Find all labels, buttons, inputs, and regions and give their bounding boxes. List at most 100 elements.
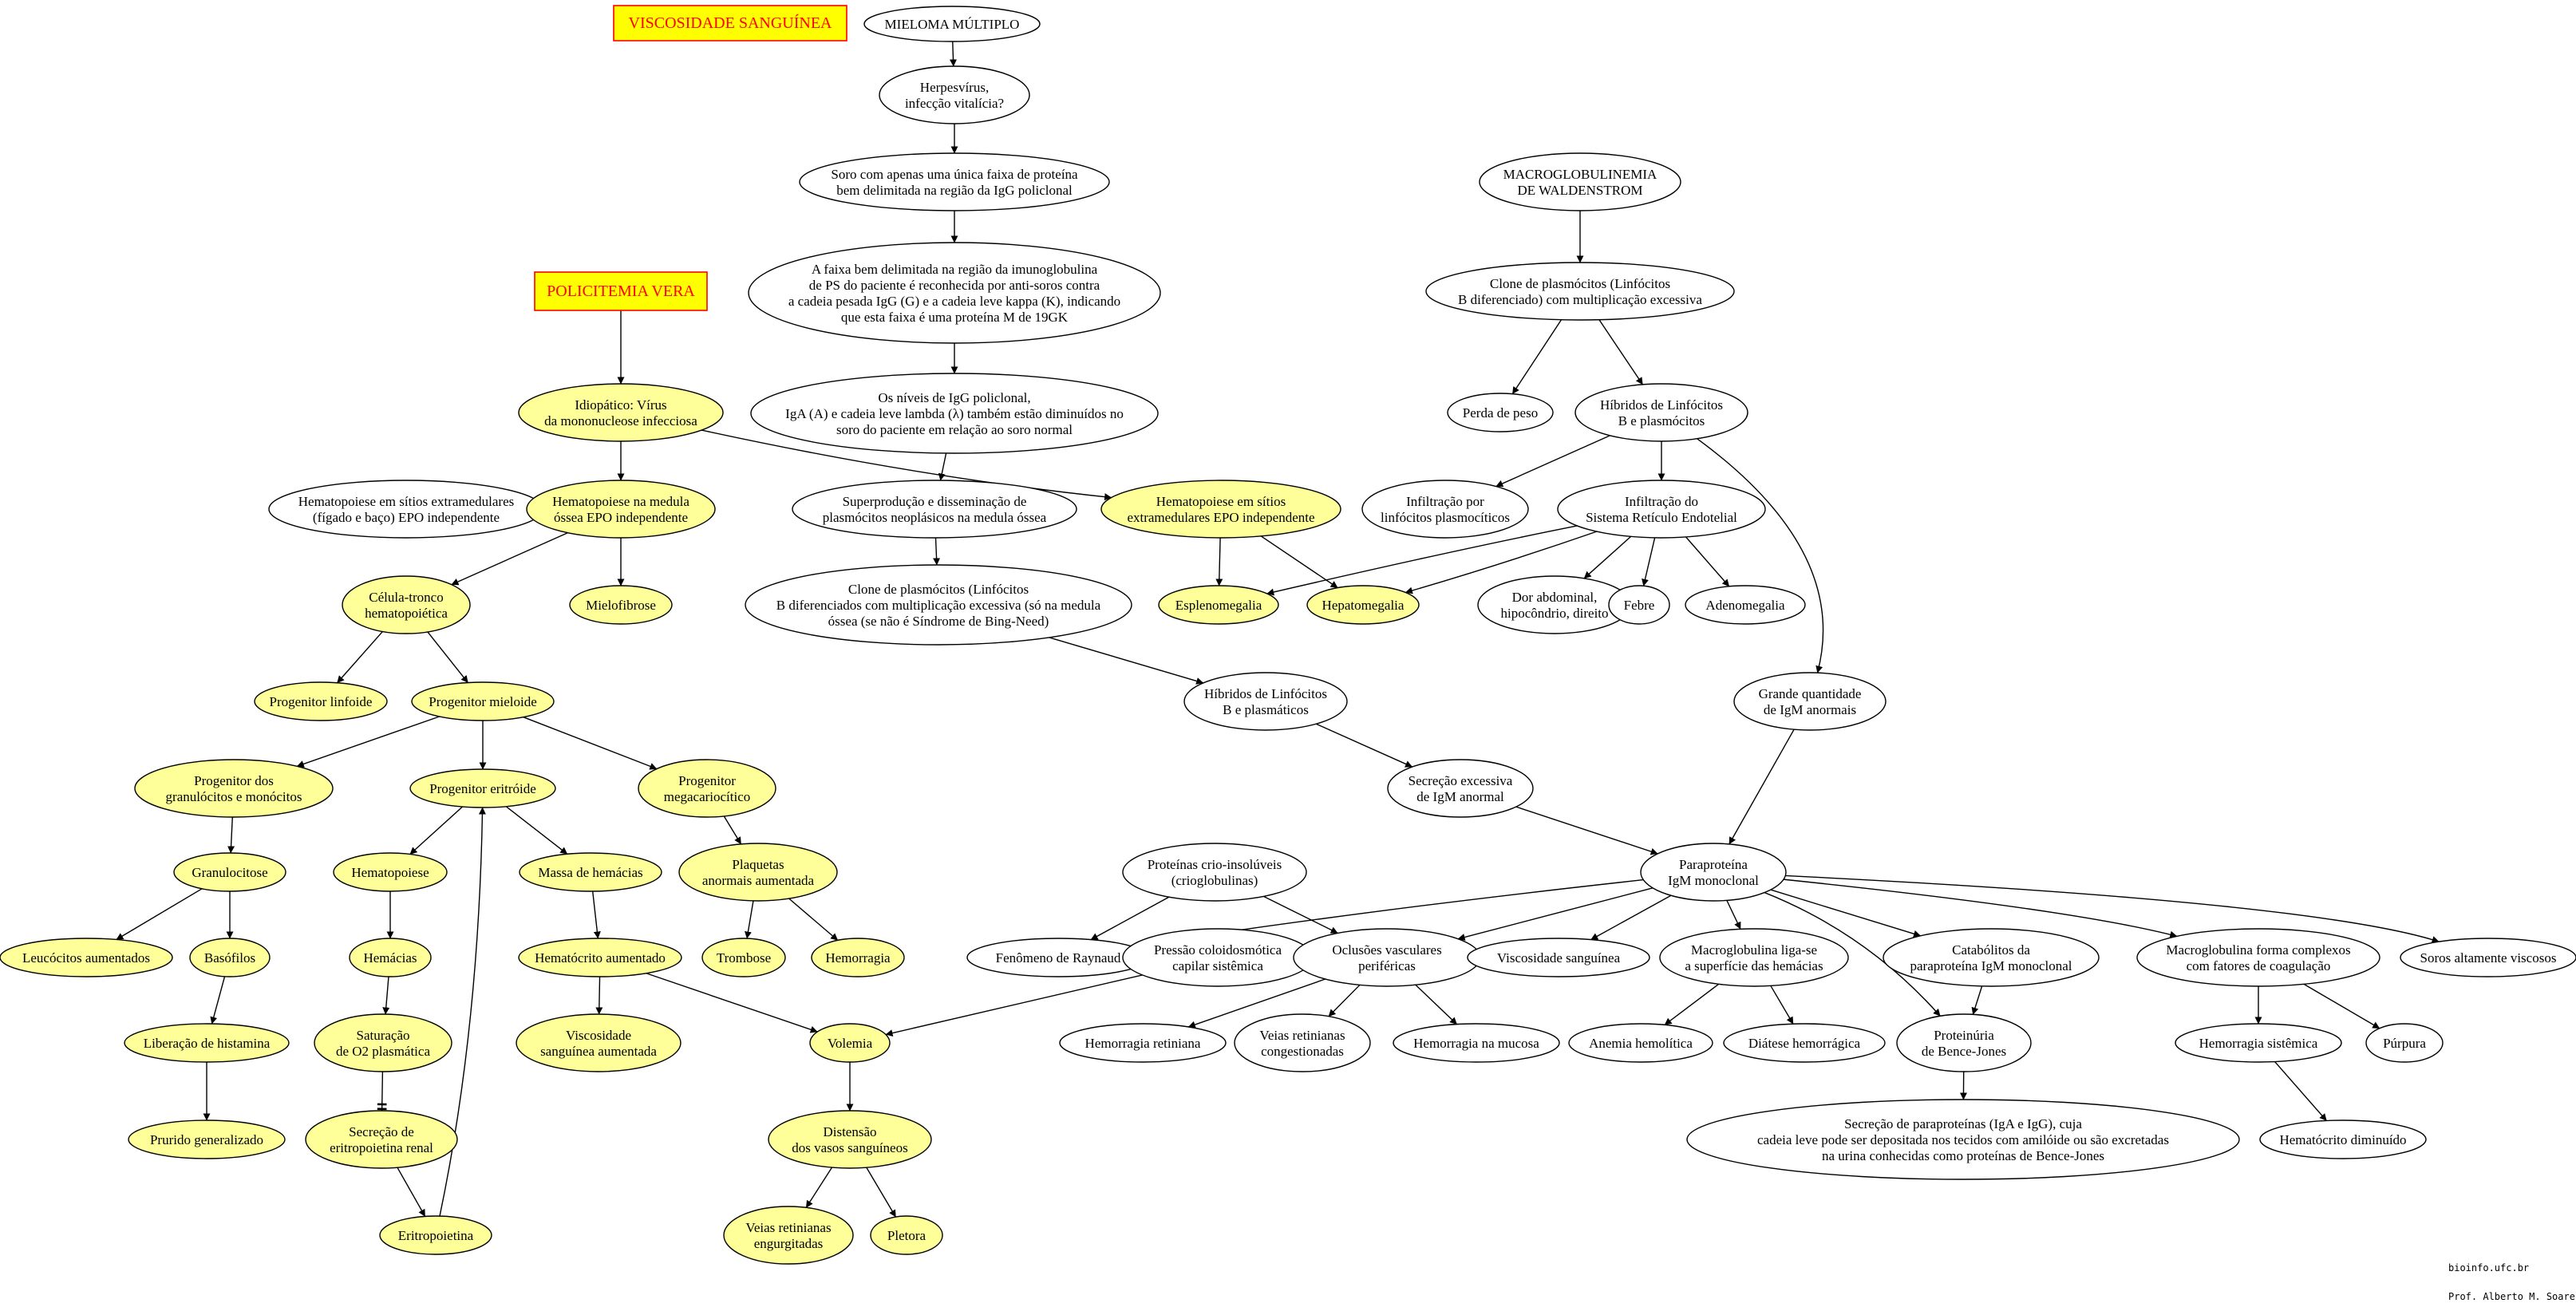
node-ellipse: [1480, 153, 1681, 211]
node-ellipse: [1734, 673, 1886, 730]
node-label-line: IgA (A) e cadeia leve lambda (λ) também …: [785, 406, 1124, 421]
edge-oclusoes-to-veias_congest: [1329, 985, 1360, 1016]
node-label-line: Idiopático: Vírus: [575, 397, 666, 413]
node-pletora: Pletora: [871, 1216, 942, 1254]
node-label-line: infecção vitalícia?: [905, 96, 1004, 111]
node-label-line: B diferenciado) com multiplicação excess…: [1458, 292, 1702, 307]
node-label-line: Proteínas crio-insolúveis: [1148, 857, 1282, 872]
node-mielofibrose: Mielofibrose: [570, 586, 672, 624]
edge-proteinas_crio-to-raynaud: [1091, 897, 1169, 939]
node-label-line: de IgM anormais: [1764, 702, 1856, 717]
node-viscosidade-box: VISCOSIDADE SANGUÍNEA: [614, 6, 847, 41]
edge-superproducao-to-clone_plasm_mm: [936, 538, 937, 565]
concept-map: VISCOSIDADE SANGUÍNEA POLICITEMIA VERA MIE…: [0, 0, 2576, 1270]
node-policitemia-box: POLICITEMIA VERA: [535, 272, 707, 310]
edge-celula_tronco-to-prog_linfoide: [338, 631, 383, 682]
node-label-line: B e plasmócitos: [1618, 413, 1705, 428]
credits-author: Prof. Alberto M. Soares: [2448, 1292, 2576, 1301]
node-label-line: Viscosidade sanguínea: [1497, 950, 1621, 965]
node-label-line: Clone de plasmócitos (Linfócitos: [848, 582, 1029, 597]
node-label-line: Hematopoiese em sítios extramedulares: [298, 494, 515, 509]
node-label-line: a superfície das hemácias: [1685, 958, 1823, 973]
edge-clone_plasm_w-to-perda_peso: [1512, 320, 1561, 394]
node-label-line: Proteinúria: [1934, 1028, 1994, 1043]
node-ellipse: [679, 843, 837, 901]
node-label-line: Leucócitos aumentados: [22, 950, 150, 965]
edge-granulocitose-to-leucocitos: [117, 889, 202, 940]
node-label-line: sanguínea aumentada: [540, 1044, 657, 1059]
node-purpura: Púrpura: [2366, 1024, 2443, 1062]
node-label-line: Hemácias: [363, 950, 417, 965]
node-label-line: Eritropoietina: [398, 1228, 474, 1243]
edge-prog_granulocitos-to-granulocitose: [231, 817, 232, 853]
edge-paraproteina-to-oclusoes: [1458, 888, 1653, 939]
node-volemia: Volemia: [810, 1024, 890, 1062]
edge-hemat_extra_epo-to-hepatomegalia: [1261, 536, 1337, 588]
edge-hemacias-to-saturacao: [385, 977, 389, 1014]
node-label-line: de IgM anormal: [1416, 789, 1504, 804]
node-label-line: com fatores de coagulação: [2187, 958, 2331, 973]
node-hematopoiese: Hematopoiese: [334, 853, 447, 891]
node-label-line: Pressão coloidosmótica: [1154, 942, 1282, 958]
node-label-line: B diferenciados com multiplicação excess…: [776, 598, 1101, 613]
node-label-line: soro do paciente em relação ao soro norm…: [836, 422, 1073, 437]
node-label-line: (crioglobulinas): [1171, 873, 1258, 888]
credits: bioinfo.ufc.br Prof. Alberto M. Soares: [2448, 1244, 2576, 1311]
node-label-line: Hemorragia: [825, 950, 891, 965]
node-label-line: Hematócrito diminuído: [2279, 1132, 2406, 1147]
node-label-line: paraproteína IgM monoclonal: [1910, 958, 2072, 973]
node-label-line: Progenitor eritróide: [429, 781, 536, 796]
node-superproducao: Superprodução e disseminação deplasmócit…: [792, 480, 1077, 538]
edge-prog_mieloide-to-prog_megacario: [523, 717, 657, 769]
node-label-line: Hemorragia retiniana: [1085, 1036, 1201, 1051]
node-ellipse: [1641, 843, 1786, 901]
node-label-line: congestionadas: [1261, 1044, 1344, 1059]
node-label-line: Catabólitos da: [1952, 942, 2030, 958]
node-label-line: Infiltração do: [1625, 494, 1698, 509]
node-label-line: Progenitor linfoide: [270, 694, 373, 709]
edge-saturacao-to-secrecao_epo: [382, 1072, 383, 1111]
edge-oclusoes-to-hem_mucosa: [1416, 985, 1457, 1024]
node-secrecao-paraprot: Secreção de paraproteínas (IgA e IgG), c…: [1687, 1100, 2239, 1179]
node-ellipse: [269, 480, 543, 538]
node-visc-sanguinea: Viscosidade sanguínea: [1468, 938, 1650, 977]
node-label-line: engurgitadas: [754, 1236, 824, 1251]
node-ellipse: [1101, 480, 1341, 538]
node-label-line: anormais aumentada: [702, 873, 815, 888]
node-label-line: a cadeia pesada IgG (G) e a cadeia leve …: [788, 294, 1120, 309]
node-granulocitose: Granulocitose: [174, 853, 286, 891]
node-label-line: Pletora: [887, 1228, 926, 1243]
edge-basofilos-to-liberacao_hist: [211, 977, 224, 1024]
node-label-line: Híbridos de Linfócitos: [1204, 686, 1327, 701]
node-label-line: bem delimitada na região da IgG policlon…: [836, 183, 1073, 198]
node-label-line: Híbridos de Linfócitos: [1600, 397, 1723, 413]
node-mieloma: MIELOMA MÚLTIPLO: [864, 6, 1040, 41]
node-label-line: Mielofibrose: [586, 598, 656, 613]
node-label-line: Hepatomegalia: [1322, 598, 1405, 613]
node-ellipse: [1478, 576, 1631, 634]
node-label-line: Veias retinianas: [745, 1220, 831, 1235]
node-label-line: Hemorragia na mucosa: [1413, 1036, 1539, 1051]
node-label-line: Hemorragia sistêmica: [2199, 1036, 2318, 1051]
edge-hematocrito_aum-to-volemia: [646, 973, 817, 1032]
edge-prog_mieloide-to-prog_granulocitos: [297, 717, 439, 766]
node-label-line: A faixa bem delimitada na região da imun…: [812, 262, 1098, 277]
node-ellipse: [342, 576, 470, 634]
node-label-line: Secreção de: [349, 1124, 414, 1139]
node-leucocitos: Leucócitos aumentados: [0, 938, 172, 977]
edge-massa_hemacias-to-hematocrito_aum: [593, 891, 599, 938]
node-ellipse: [1362, 480, 1528, 538]
edge-infiltracao_sre-to-febre: [1644, 538, 1655, 586]
edge-prog_eritroide-to-massa_hemacias: [506, 807, 567, 855]
edge-hibridos_plasm-to-secrecao_igm: [1316, 724, 1412, 767]
node-label-line: megacariocítico: [664, 789, 751, 804]
